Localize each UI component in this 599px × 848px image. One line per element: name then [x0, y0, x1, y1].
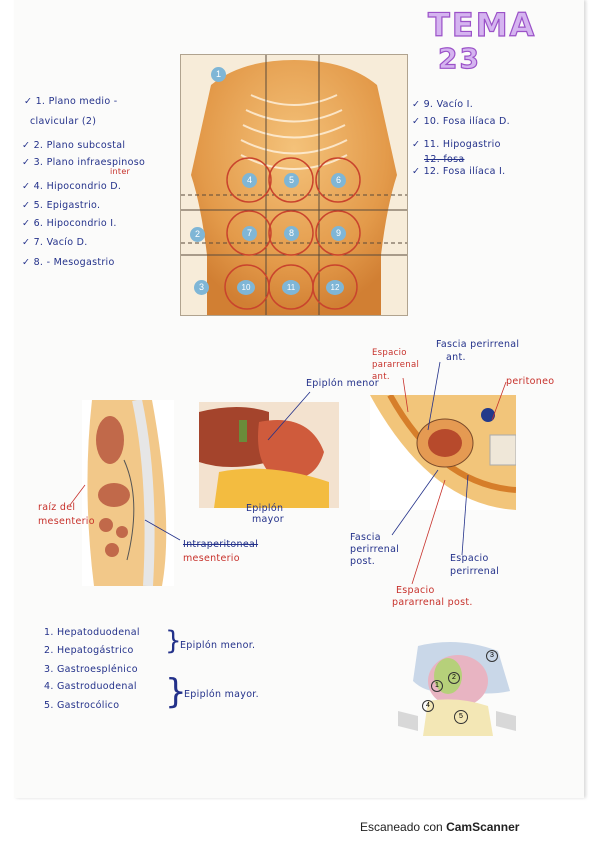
label-fascia-post-1: Fascia: [350, 532, 381, 543]
stomach-illustration: [199, 402, 339, 508]
label-epiplon-mayor-2: mayor: [252, 514, 284, 525]
title-tema: TEMA: [427, 5, 537, 44]
ligaments-illustration: [398, 636, 516, 742]
stomach-omentum-figure: [199, 402, 339, 508]
list-item: ✓ 1. Plano medio -: [24, 96, 118, 107]
label-espacio-perirrenal-1: Espacio: [450, 553, 489, 564]
label-pararrenal-ant-3: ant.: [372, 372, 390, 382]
list-item: ✓ 11. Hipogastrio: [412, 139, 501, 150]
label-fascia-ant-2: ant.: [446, 352, 466, 363]
ligament-item-3: 3. Gastroesplénico: [44, 664, 138, 675]
group-label-menor: Epiplón menor.: [180, 640, 256, 651]
label-fascia-post-2: perirrenal: [350, 544, 400, 555]
label-epiplon-menor: Epiplón menor: [306, 378, 379, 389]
region-marker-1: 1: [211, 67, 226, 82]
region-marker-3: 3: [194, 280, 209, 295]
label-pararrenal-post-2: pararrenal post.: [392, 597, 473, 608]
label-mesenterio: mesenterio: [183, 553, 240, 564]
retroperitoneal-figure: [370, 395, 516, 510]
list-item: ✓ 7. Vacío D.: [22, 237, 88, 248]
footer-prefix: Escaneado con: [360, 820, 447, 834]
list-item: ✓ 10. Fosa ilíaca D.: [412, 116, 510, 127]
region-marker-9: 9: [331, 226, 346, 241]
list-item-struck: 12. fosa: [424, 154, 465, 165]
list-item: ✓ 8. - Mesogastrio: [22, 257, 115, 268]
scanner-footer: Escaneado con CamScanner: [360, 820, 519, 834]
ligament-marker-4: 4: [422, 700, 434, 712]
sagittal-section-figure: [82, 400, 174, 586]
list-item: clavicular (2): [30, 116, 97, 127]
list-item: ✓ 6. Hipocondrio I.: [22, 218, 117, 229]
region-marker-7: 7: [242, 226, 257, 241]
ligament-item-2: 2. Hepatogástrico: [44, 645, 134, 656]
list-item: ✓ 2. Plano subcostal: [22, 140, 126, 151]
label-pararrenal-ant-1: Espacio: [372, 348, 407, 358]
ligament-marker-1: 1: [431, 680, 443, 692]
retroperitoneal-illustration: [370, 395, 516, 510]
ligament-marker-3: 3: [486, 650, 498, 662]
ligament-item-1: 1. Hepatoduodenal: [44, 627, 140, 638]
list-item-correction: inter: [110, 167, 131, 176]
label-intraperitoneal-struck: Intraperitoneal: [183, 539, 259, 550]
group-label-mayor: Epiplón mayor.: [184, 689, 259, 700]
list-item: ✓ 3. Plano infraespinoso: [22, 157, 146, 168]
label-espacio-perirrenal-2: perirrenal: [450, 566, 500, 577]
region-marker-8: 8: [284, 226, 299, 241]
label-epiplon-mayor-1: Epiplón: [246, 503, 284, 514]
region-marker-6: 6: [331, 173, 346, 188]
label-pararrenal-ant-2: pararrenal: [372, 360, 420, 370]
region-marker-4: 4: [242, 173, 257, 188]
region-marker-12: 12: [326, 280, 344, 295]
title-number: 23: [437, 41, 481, 75]
region-marker-10: 10: [237, 280, 255, 295]
ligament-item-5: 5. Gastrocólico: [44, 700, 120, 711]
ligament-marker-5: 5: [454, 710, 468, 724]
label-pararrenal-post-1: Espacio: [396, 585, 435, 596]
region-marker-2: 2: [190, 227, 205, 242]
abdominal-regions-figure: 1 2 3 4 5 6 7 8 9 10 11 12: [180, 54, 408, 316]
footer-brand: CamScanner: [446, 820, 520, 834]
region-marker-5: 5: [284, 173, 299, 188]
region-marker-11: 11: [282, 280, 300, 295]
omentum-ligaments-figure: 1 2 3 4 5: [398, 636, 516, 742]
label-raiz-2: mesenterio: [38, 516, 95, 527]
list-item: ✓ 9. Vacío I.: [412, 99, 474, 110]
label-fascia-ant-1: Fascia perirrenal: [436, 339, 520, 350]
list-item: ✓ 12. Fosa ilíaca I.: [412, 166, 506, 177]
brace-menor: }: [165, 626, 182, 656]
brace-mayor: }: [165, 672, 187, 712]
sagittal-illustration: [82, 400, 174, 586]
list-item: ✓ 4. Hipocondrio D.: [22, 181, 122, 192]
label-fascia-post-3: post.: [350, 556, 376, 567]
label-peritoneo: peritoneo: [506, 376, 555, 387]
ligament-marker-2: 2: [448, 672, 460, 684]
list-item: ✓ 5. Epigastrio.: [22, 200, 101, 211]
label-raiz-1: raíz del: [38, 502, 76, 513]
ligament-item-4: 4. Gastroduodenal: [44, 681, 137, 692]
